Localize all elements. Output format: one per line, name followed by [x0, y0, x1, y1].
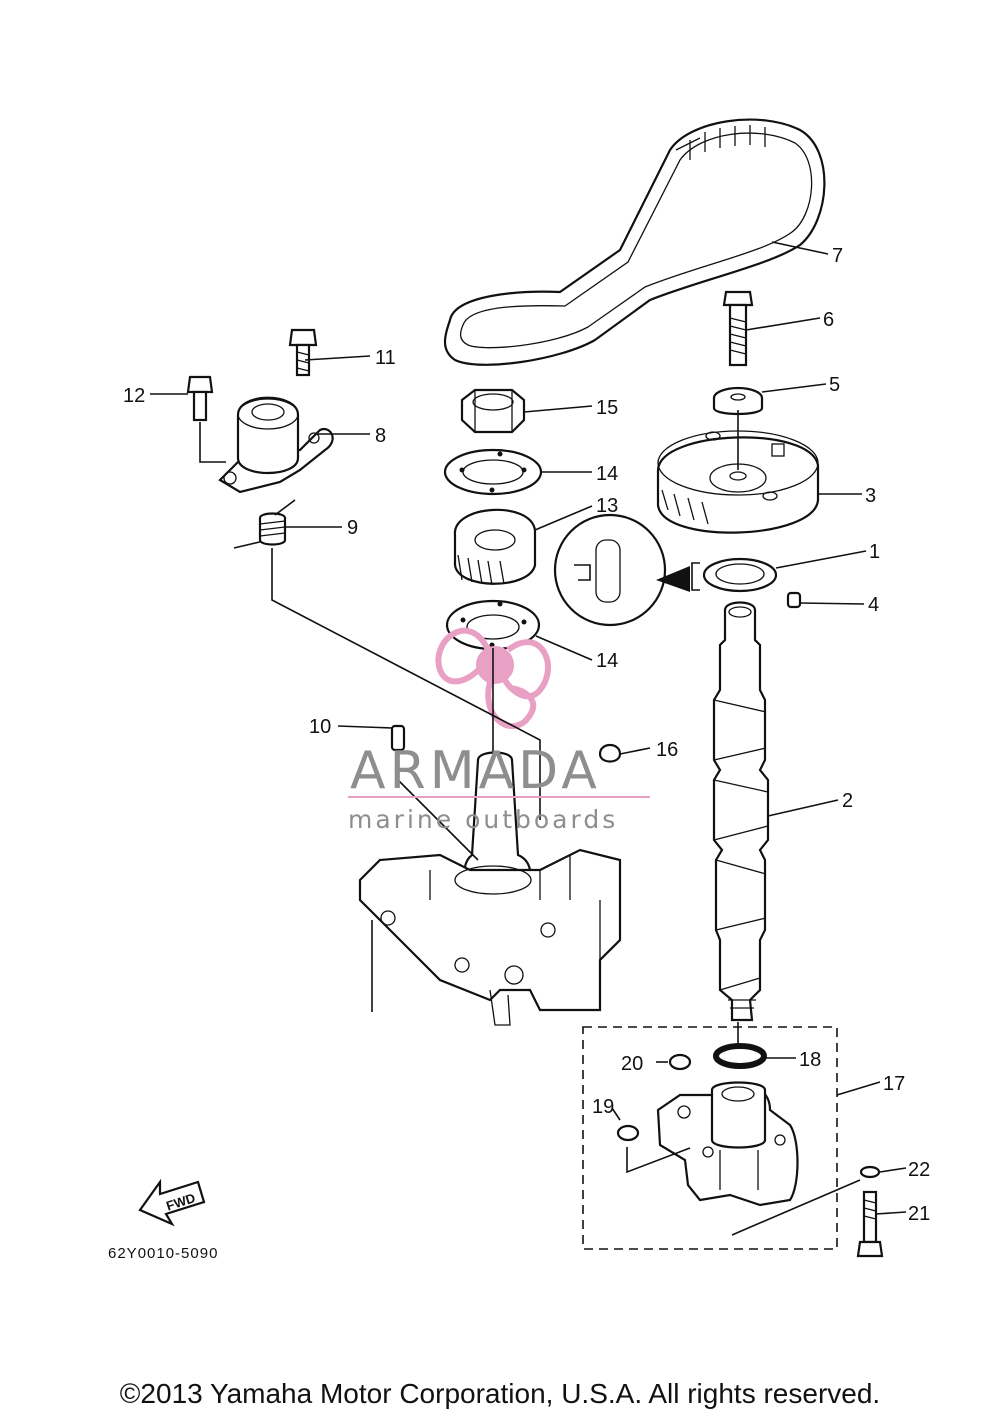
callout-6: 6 — [823, 309, 834, 331]
camshaft[interactable] — [712, 601, 770, 1022]
copyright-notice: ©2013 Yamaha Motor Corporation, U.S.A. A… — [119, 1378, 881, 1409]
crankshaft-pulley[interactable] — [453, 508, 537, 586]
callout-21: 21 — [908, 1203, 930, 1225]
cam-pulley-bolt[interactable] — [722, 290, 754, 367]
callout-15: 15 — [596, 397, 618, 419]
o-ring-18[interactable] — [713, 1043, 767, 1069]
callout-20: 20 — [621, 1053, 643, 1075]
callout-2: 2 — [842, 790, 853, 812]
callout-18: 18 — [799, 1049, 821, 1071]
o-ring-20[interactable] — [668, 1053, 692, 1071]
callout-14-upper: 14 — [596, 463, 618, 485]
callout-8: 8 — [375, 425, 386, 447]
plate-lower[interactable] — [445, 599, 541, 651]
spring[interactable] — [233, 499, 296, 549]
nut[interactable] — [460, 388, 526, 434]
oil-seal[interactable] — [702, 557, 778, 593]
callout-17: 17 — [883, 1073, 905, 1095]
callout-9: 9 — [347, 517, 358, 539]
leader-lines — [150, 241, 907, 1215]
o-ring-19[interactable] — [616, 1124, 640, 1142]
oil-pump-assembly-box — [582, 1026, 838, 1250]
callout-22: 22 — [908, 1159, 930, 1181]
callout-11: 11 — [375, 347, 396, 369]
pin-16[interactable] — [598, 743, 622, 763]
timing-belt[interactable] — [443, 118, 826, 366]
washer-22[interactable] — [859, 1165, 881, 1179]
callout-1: 1 — [869, 541, 880, 563]
oil-seal-detail-view — [553, 513, 700, 627]
dowel-pin-10[interactable] — [390, 724, 406, 752]
callout-14-lower: 14 — [596, 650, 618, 672]
bolt-11[interactable] — [288, 328, 318, 377]
callout-7: 7 — [832, 245, 843, 267]
watermark-logo — [435, 627, 551, 729]
callout-5: 5 — [829, 374, 840, 396]
plate-upper[interactable] — [443, 448, 543, 496]
oil-pump[interactable] — [656, 1081, 799, 1207]
diagram-reference-code: 62Y0010-5090 — [108, 1245, 218, 1262]
washer[interactable] — [712, 386, 764, 416]
watermark-subtitle: marine outboards — [348, 805, 618, 834]
callout-16: 16 — [656, 739, 678, 761]
watermark-title: ARMADA — [350, 741, 601, 801]
bolt-21[interactable] — [856, 1190, 884, 1258]
dowel-pin[interactable] — [786, 591, 802, 609]
callout-3: 3 — [865, 485, 876, 507]
callout-10: 10 — [309, 716, 331, 738]
callout-12: 12 — [123, 385, 145, 407]
callout-19: 19 — [592, 1096, 614, 1118]
callout-13: 13 — [596, 495, 618, 517]
bolt-12[interactable] — [186, 375, 214, 422]
callout-4: 4 — [868, 594, 879, 616]
tensioner[interactable] — [218, 396, 334, 494]
forward-direction-arrow: FWD — [138, 1178, 206, 1227]
cylinder-block — [358, 751, 622, 1026]
